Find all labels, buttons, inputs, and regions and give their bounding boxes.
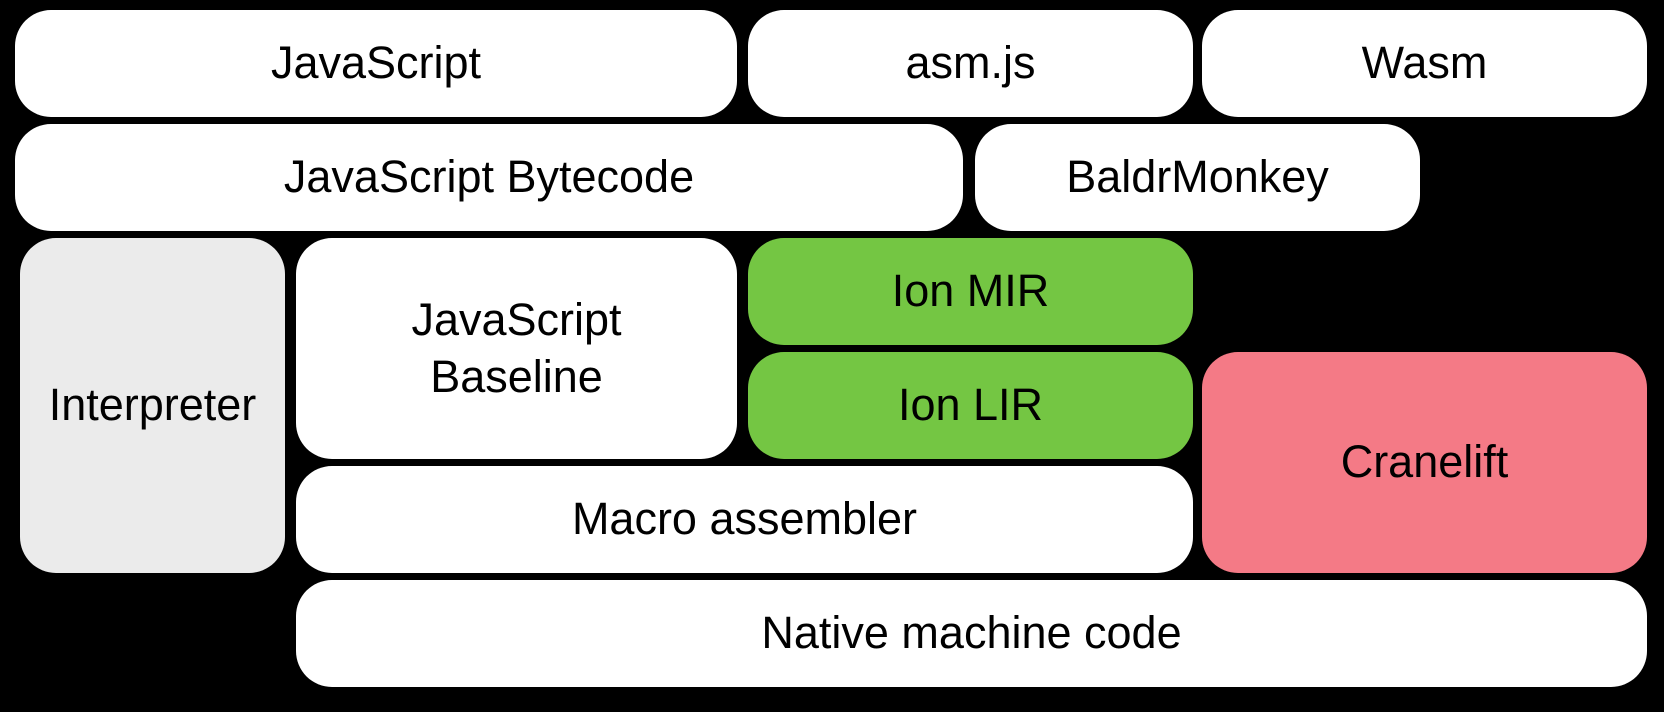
box-baldrmonkey: BaldrMonkey [975,124,1420,231]
box-wasm: Wasm [1202,10,1647,117]
box-interpreter-label: Interpreter [48,379,257,431]
box-ion-mir-label: Ion MIR [891,265,1050,317]
box-native-machine-code-label: Native machine code [761,607,1182,659]
box-javascript-baseline-label: JavaScript Baseline [411,294,622,402]
box-cranelift-label: Cranelift [1340,436,1509,488]
box-javascript-label: JavaScript [270,37,482,89]
box-asm-js-label: asm.js [905,37,1036,89]
box-cranelift: Cranelift [1202,352,1647,573]
box-javascript-bytecode-label: JavaScript Bytecode [283,151,695,203]
box-macro-assembler-label: Macro assembler [571,493,918,545]
box-javascript-baseline: JavaScript Baseline [296,238,737,459]
box-interpreter: Interpreter [20,238,285,573]
box-macro-assembler: Macro assembler [296,466,1193,573]
box-ion-lir: Ion LIR [748,352,1193,459]
box-ion-lir-label: Ion LIR [897,379,1044,431]
box-ion-mir: Ion MIR [748,238,1193,345]
box-native-machine-code: Native machine code [296,580,1647,687]
box-asm-js: asm.js [748,10,1193,117]
box-javascript-bytecode: JavaScript Bytecode [15,124,963,231]
box-javascript: JavaScript [15,10,737,117]
box-wasm-label: Wasm [1361,37,1488,89]
box-baldrmonkey-label: BaldrMonkey [1066,151,1329,203]
